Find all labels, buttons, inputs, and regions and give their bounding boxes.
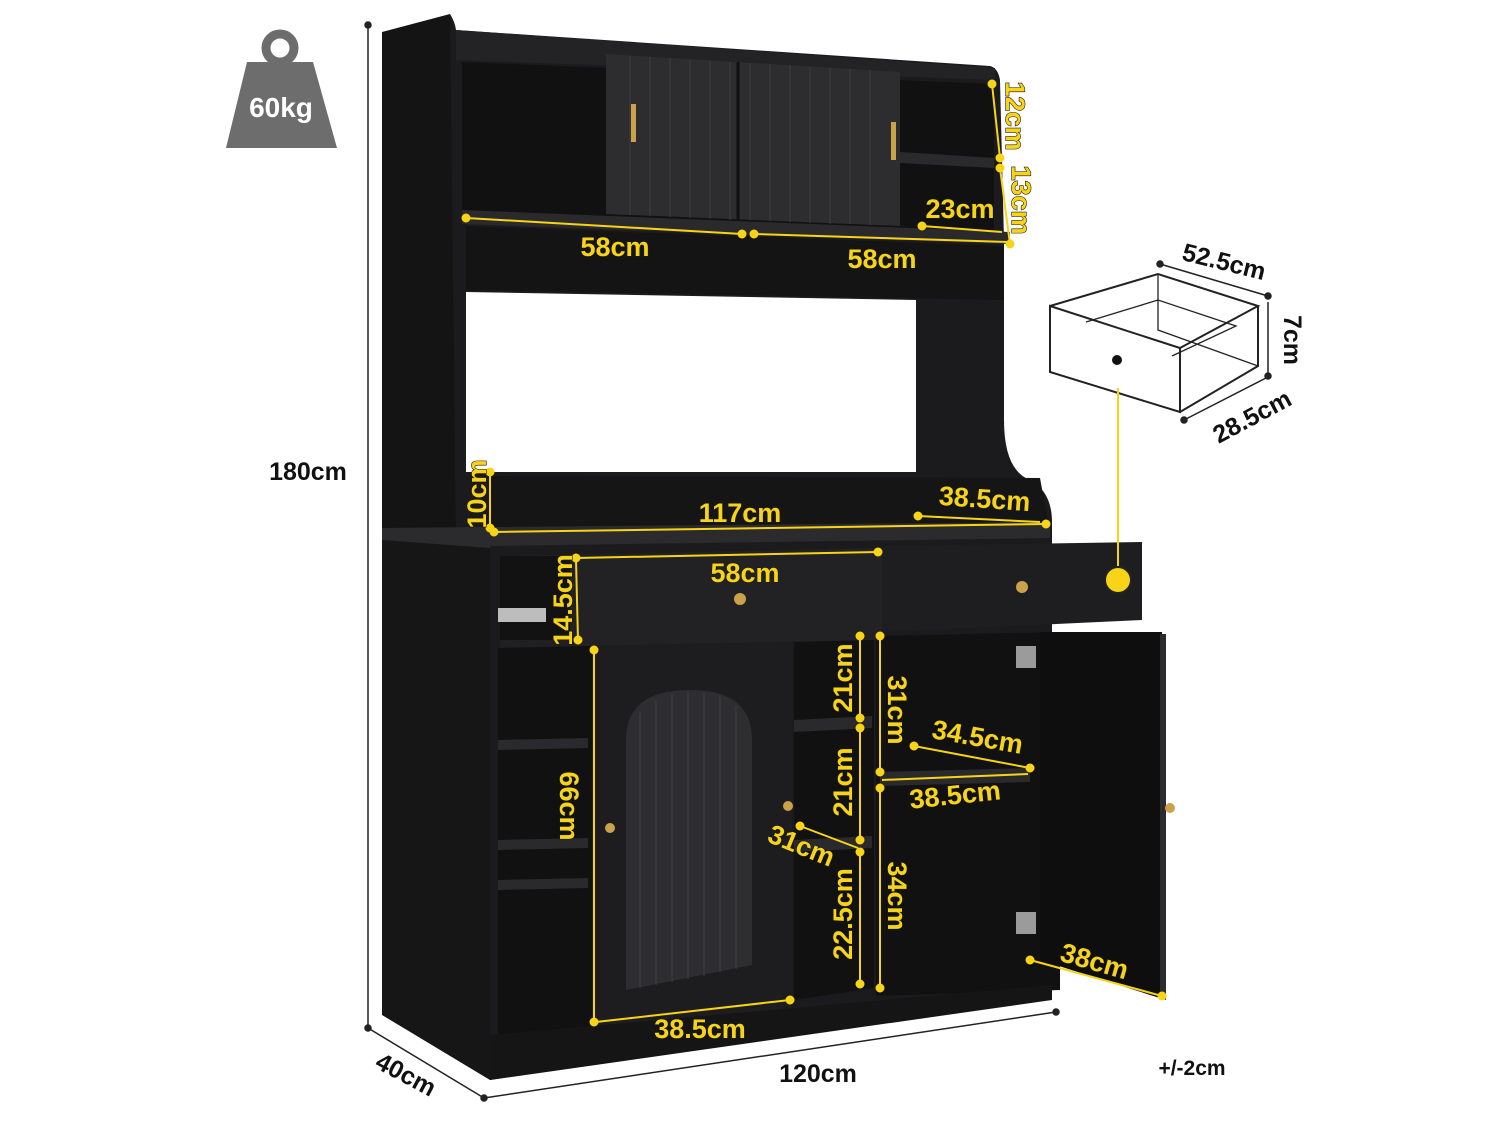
drawer-width-label: 58cm <box>710 558 779 588</box>
backsplash-height-label: 10cm <box>462 459 492 528</box>
lower-right-lower-height-label: 34cm <box>882 861 912 930</box>
drawer-callout-marker <box>1104 566 1132 594</box>
overall-height-label: 180cm <box>269 458 347 486</box>
drawer-height-label: 14.5cm <box>548 554 578 646</box>
drawer-detail-dimension-lines <box>1156 260 1272 424</box>
hutch-top-height-label: 12cm <box>1000 81 1030 150</box>
drawer-detail-illustration <box>1049 272 1261 414</box>
drawer-detail-width-label: 52.5cm <box>1179 238 1268 286</box>
lower-left-shelf-lower-label: 22.5cm <box>828 868 858 960</box>
hutch-right-width-label: 58cm <box>847 244 916 274</box>
weight-icon <box>226 29 337 148</box>
counter-width-label: 117cm <box>699 498 782 528</box>
overall-width-label: 120cm <box>779 1060 857 1088</box>
hutch-small-depth-label: 23cm <box>925 194 994 224</box>
hutch-left-width-label: 58cm <box>580 232 649 262</box>
drawer-knob-dot <box>1112 355 1122 365</box>
hutch-mid-height-label: 13cm <box>1006 165 1036 234</box>
counter-depth-label: 38.5cm <box>938 481 1031 517</box>
drawer-detail-height-label: 7cm <box>1278 315 1306 365</box>
weight-label: 60kg <box>249 92 313 123</box>
overall-dimension-lines <box>364 21 1060 1102</box>
lower-right-upper-height-label: 31cm <box>882 675 912 744</box>
dimension-lines <box>461 79 1167 1027</box>
tolerance-note: +/-2cm <box>1158 1057 1225 1080</box>
lower-left-height-label: 66cm <box>554 771 584 840</box>
lower-left-shelf-middle-label: 21cm <box>828 747 858 816</box>
cabinet <box>382 14 1175 1080</box>
lower-left-width-label: 38.5cm <box>654 1014 746 1044</box>
lower-left-shelf-upper-label: 21cm <box>828 643 858 712</box>
overall-depth-label: 40cm <box>371 1048 441 1103</box>
drawer-detail-depth-label: 28.5cm <box>1208 385 1296 450</box>
